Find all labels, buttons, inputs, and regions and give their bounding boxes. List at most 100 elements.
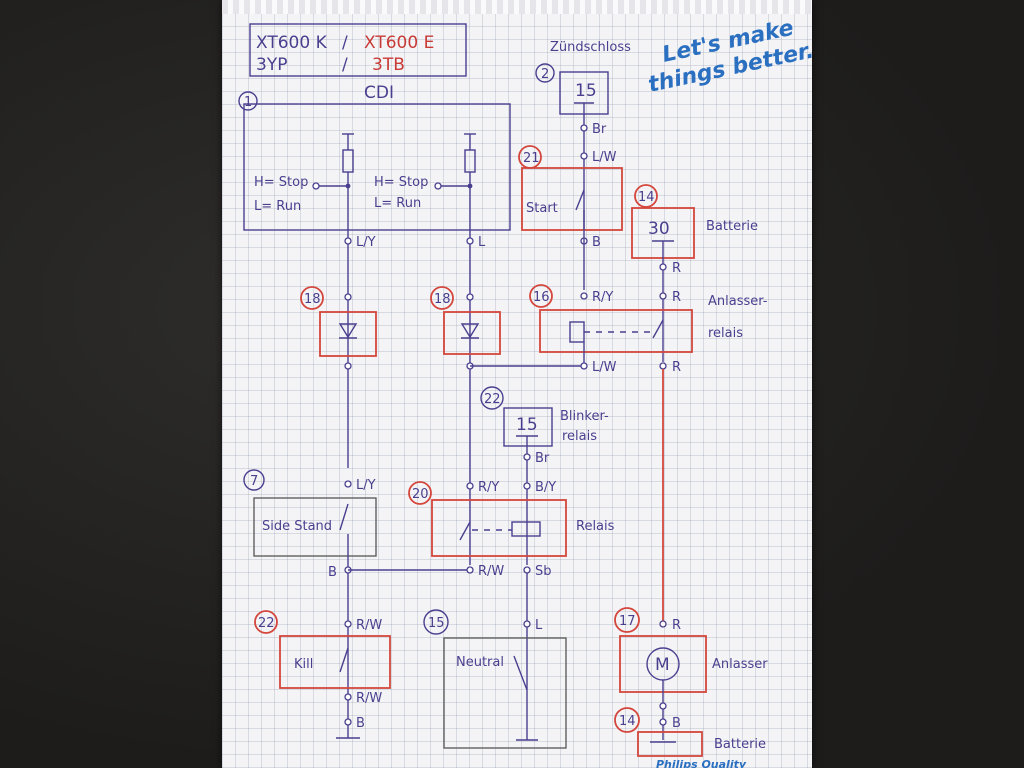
battery-top-number: 14 (638, 190, 655, 205)
battery-top-terminal: 30 (648, 219, 670, 239)
wire-label-rw-kill-out: R/W (356, 691, 382, 706)
wire-label-ry-relay: R/Y (592, 290, 613, 305)
starter-number-circle (614, 607, 640, 633)
header-box (249, 23, 467, 77)
flasher-number-circle (480, 386, 504, 410)
wire-label-r-bat: R (672, 261, 681, 276)
wire-label-br-flasher: Br (535, 451, 550, 466)
relay-coil (511, 521, 541, 537)
cdi-lrun-left: L= Run (254, 199, 301, 214)
cdi-number-circle (238, 91, 258, 111)
relay-number-circle (408, 481, 432, 505)
starter-relay-coil (569, 321, 585, 343)
start-box (521, 167, 623, 231)
header-sep-1: / (342, 33, 348, 53)
battery-bottom-label: Batterie (714, 737, 766, 752)
diode-right-symbol (460, 323, 480, 339)
battery-top-number-circle (634, 184, 658, 208)
wire-label-ly-top: L/Y (356, 235, 376, 250)
kill-number-circle (254, 610, 278, 634)
diode-left-number: 18 (304, 292, 321, 307)
wire-label-r-starter: R (672, 618, 681, 633)
starter-relay-label1: Anlasser- (708, 294, 768, 309)
wire-label-lw-ign: L/W (592, 150, 617, 165)
starter-relay-number: 16 (533, 290, 550, 305)
battery-bottom-number: 14 (619, 714, 636, 729)
start-label: Start (526, 201, 558, 216)
flasher-label2: relais (562, 429, 597, 444)
cdi-resistor-right (464, 149, 476, 173)
wire-label-b-stand: B (328, 565, 337, 580)
ignition-label: Zündschloss (550, 40, 631, 55)
wire-label-rw-relay20: R/W (478, 564, 504, 579)
wire-label-by-relay20: B/Y (535, 480, 556, 495)
torn-edge (222, 0, 812, 14)
diode-left-box (319, 311, 377, 357)
wire-label-lw-relay: L/W (592, 360, 617, 375)
relay-label: Relais (576, 519, 615, 534)
kill-box (279, 635, 391, 689)
cdi-number: 1 (244, 95, 252, 110)
neutral-label: Neutral (456, 655, 504, 670)
side-stand-box (253, 497, 377, 557)
wire-label-l-neutral: L (535, 618, 543, 633)
neutral-number: 15 (428, 616, 445, 631)
wire-label-br-ign: Br (592, 122, 607, 137)
flasher-terminal: 15 (516, 415, 538, 435)
diode-left-number-circle (300, 286, 324, 310)
starter-relay-label2: relais (708, 326, 743, 341)
ignition-terminal: 15 (575, 81, 597, 101)
motor-symbol-label: M (655, 655, 670, 675)
code-3yp-label: 3YP (256, 55, 287, 75)
model-k-label: XT600 K (256, 33, 328, 53)
kill-contact (339, 647, 349, 673)
starter-relay-contact (652, 319, 664, 339)
wire-label-ly-stand: L/Y (356, 478, 376, 493)
starter-relay-number-circle (529, 284, 553, 308)
cdi-resistor-left (342, 149, 354, 173)
paper-sheet (222, 0, 812, 768)
diode-right-box (443, 311, 501, 355)
wire-label-rw-kill-in: R/W (356, 618, 382, 633)
wire-label-b-starter: B (672, 716, 681, 731)
wire-label-sb-relay20: Sb (535, 564, 552, 579)
header-sep-2: / (342, 55, 348, 75)
side-stand-number-circle (243, 469, 265, 491)
neutral-number-circle (423, 609, 449, 635)
diode-right-number-circle (430, 286, 454, 310)
starter-relay-box (539, 309, 693, 353)
flasher-box (503, 407, 553, 447)
wire-label-b-kill: B (356, 716, 365, 731)
watermark-brand: Philips Quality (656, 758, 747, 768)
start-number: 21 (523, 151, 540, 166)
battery-top-label: Batterie (706, 219, 758, 234)
cdi-lrun-right: L= Run (374, 196, 421, 211)
cdi-hstop-left: H= Stop (254, 175, 308, 190)
diode-right-number: 18 (434, 292, 451, 307)
starter-number: 17 (619, 614, 636, 629)
wire-label-ry-relay20: R/Y (478, 480, 499, 495)
model-e-label: XT600 E (364, 33, 434, 53)
battery-bottom-box (637, 731, 703, 757)
side-stand-label: Side Stand (262, 519, 332, 534)
ignition-number-circle (535, 63, 555, 83)
relay-contact (459, 521, 471, 541)
start-switch-contact (575, 189, 585, 211)
wire-label-b-start: B (592, 235, 601, 250)
side-stand-number: 7 (250, 474, 258, 489)
neutral-box (443, 637, 567, 749)
flasher-number: 22 (484, 392, 501, 407)
kill-label: Kill (294, 657, 313, 672)
wire-label-r-relay-out: R (672, 360, 681, 375)
cdi-box (243, 103, 511, 231)
flasher-label1: Blinker- (560, 409, 609, 424)
cdi-hstop-right: H= Stop (374, 175, 428, 190)
relay-box (431, 499, 567, 557)
code-3tb-label: 3TB (372, 55, 405, 75)
side-stand-contact (339, 503, 349, 531)
starter-label: Anlasser (712, 657, 768, 672)
cdi-label: CDI (364, 83, 394, 103)
wire-label-l-top: L (478, 235, 486, 250)
neutral-contact (513, 655, 528, 691)
